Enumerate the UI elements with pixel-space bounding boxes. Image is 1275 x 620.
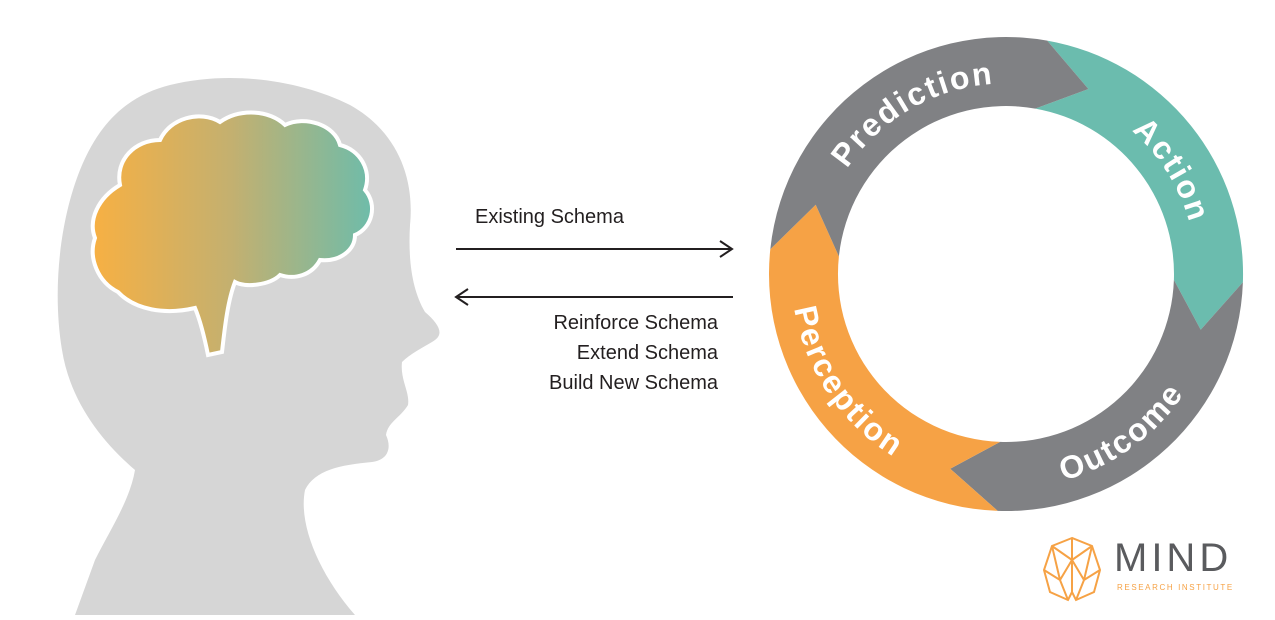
extend-schema-label: Extend Schema	[576, 342, 718, 364]
cycle-segment-outcome	[950, 279, 1243, 512]
existing-schema-label: Existing Schema	[475, 206, 624, 228]
logo-tagline: RESEARCH INSTITUTE	[1117, 583, 1234, 592]
cycle-segment-perception	[768, 204, 1001, 511]
build-new-schema-label: Build New Schema	[549, 372, 718, 394]
arrow-head-right-icon	[719, 240, 734, 258]
cycle-segment-action	[1035, 40, 1244, 330]
logo-name: MIND	[1114, 536, 1233, 580]
brain-shape	[90, 110, 375, 358]
arrow-head-left-icon	[454, 288, 469, 306]
cycle-segment-prediction	[770, 36, 1089, 257]
brain-outline-icon	[1042, 536, 1102, 602]
reinforce-schema-label: Reinforce Schema	[553, 312, 718, 334]
